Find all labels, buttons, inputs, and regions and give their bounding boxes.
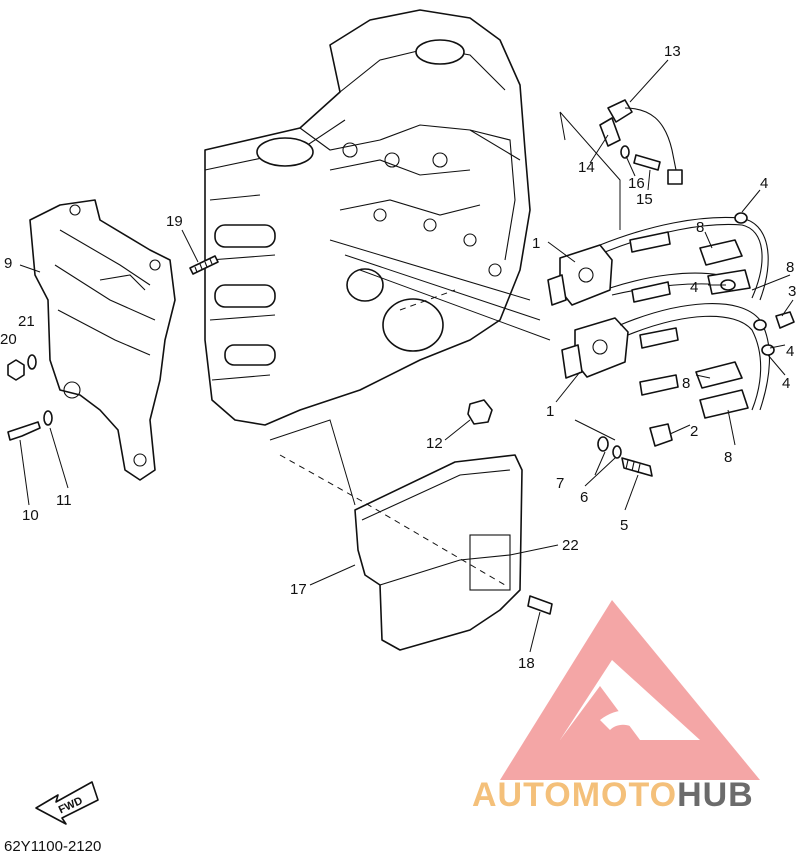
reference-lines — [269, 111, 621, 586]
callout-13: 13 — [664, 43, 681, 60]
callout-16: 16 — [628, 175, 645, 192]
callout-11: 11 — [56, 492, 72, 509]
plug-caps — [695, 239, 751, 419]
callout-1b: 1 — [546, 403, 554, 420]
leader-lines — [19, 59, 794, 653]
bracket — [29, 199, 176, 481]
nut-20 — [7, 359, 25, 381]
callout-5: 5 — [620, 517, 628, 534]
watermark: AUTOMOTOHUB — [472, 600, 760, 814]
ignition-coil-lower — [561, 317, 629, 379]
callout-4b: 4 — [690, 279, 698, 296]
callout-20: 20 — [0, 331, 17, 348]
callout-14: 14 — [578, 159, 595, 176]
callout-17: 17 — [290, 581, 307, 598]
callout-4d: 4 — [782, 375, 790, 392]
bolt-18 — [527, 595, 553, 615]
callout-8b: 8 — [786, 259, 794, 276]
watermark-part2: HUB — [677, 776, 754, 814]
callout-3: 3 — [788, 283, 796, 300]
callout-18: 18 — [518, 655, 535, 672]
thermo-sensor-13 — [607, 99, 683, 185]
callout-21: 21 — [18, 313, 35, 330]
ignition-coil-upper — [547, 244, 613, 306]
callout-4c: 4 — [786, 343, 794, 360]
watermark-part1: AUTOMOTO — [472, 776, 677, 814]
callout-9: 9 — [4, 255, 12, 272]
bolt-10 — [7, 421, 41, 441]
callout-19: 19 — [166, 213, 183, 230]
callout-8d: 8 — [724, 449, 732, 466]
callout-numbers: 13 14 16 15 4 1 8 8 4 3 4 8 4 1 2 8 7 6 … — [0, 43, 796, 672]
bolt-15 — [633, 154, 661, 171]
washer-16 — [620, 145, 630, 159]
washer-7 — [597, 436, 609, 452]
sensor-12 — [467, 399, 493, 425]
washer-21 — [27, 354, 37, 370]
callout-4a: 4 — [760, 175, 768, 192]
watermark-logo-icon — [500, 600, 760, 780]
callout-8a: 8 — [696, 219, 704, 236]
watermark-text: AUTOMOTOHUB — [472, 776, 754, 814]
clip-3 — [775, 311, 795, 329]
bracket-2 — [649, 423, 673, 447]
callout-1a: 1 — [532, 235, 540, 252]
engine-block — [204, 9, 531, 426]
callout-8c: 8 — [682, 375, 690, 392]
callout-22: 22 — [562, 537, 579, 554]
spark-plug-terminals — [629, 231, 679, 396]
washer-6 — [612, 445, 622, 459]
callout-15: 15 — [636, 191, 653, 208]
stud-19 — [189, 255, 219, 275]
washer-11 — [43, 410, 53, 426]
bolt-5 — [621, 457, 653, 477]
cover-17 — [354, 454, 523, 651]
drawing-code: 62Y1100-2120 — [4, 838, 102, 855]
callout-7: 7 — [556, 475, 564, 492]
callout-2: 2 — [690, 423, 698, 440]
callout-6: 6 — [580, 489, 588, 506]
fwd-arrow: FWD — [35, 781, 99, 825]
callout-12: 12 — [426, 435, 443, 452]
callout-10: 10 — [22, 507, 39, 524]
